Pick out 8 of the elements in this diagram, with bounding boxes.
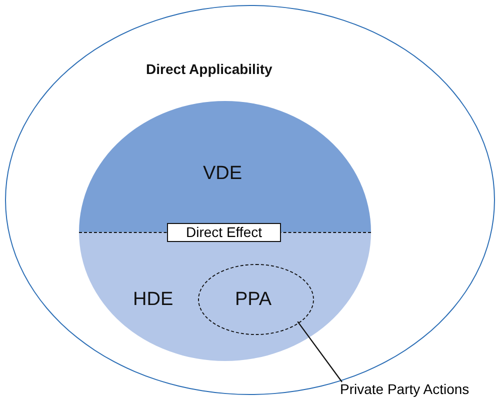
heading: Direct Applicability — [146, 61, 272, 77]
region-label: HDE — [133, 289, 174, 311]
region-label: PPA — [235, 289, 272, 311]
label-box: Direct Effect — [167, 223, 281, 242]
callout-text: Private Party Actions — [340, 381, 498, 399]
dashed-ellipse — [198, 264, 314, 335]
leader-line — [297, 321, 342, 382]
region-label: VDE — [203, 163, 242, 185]
